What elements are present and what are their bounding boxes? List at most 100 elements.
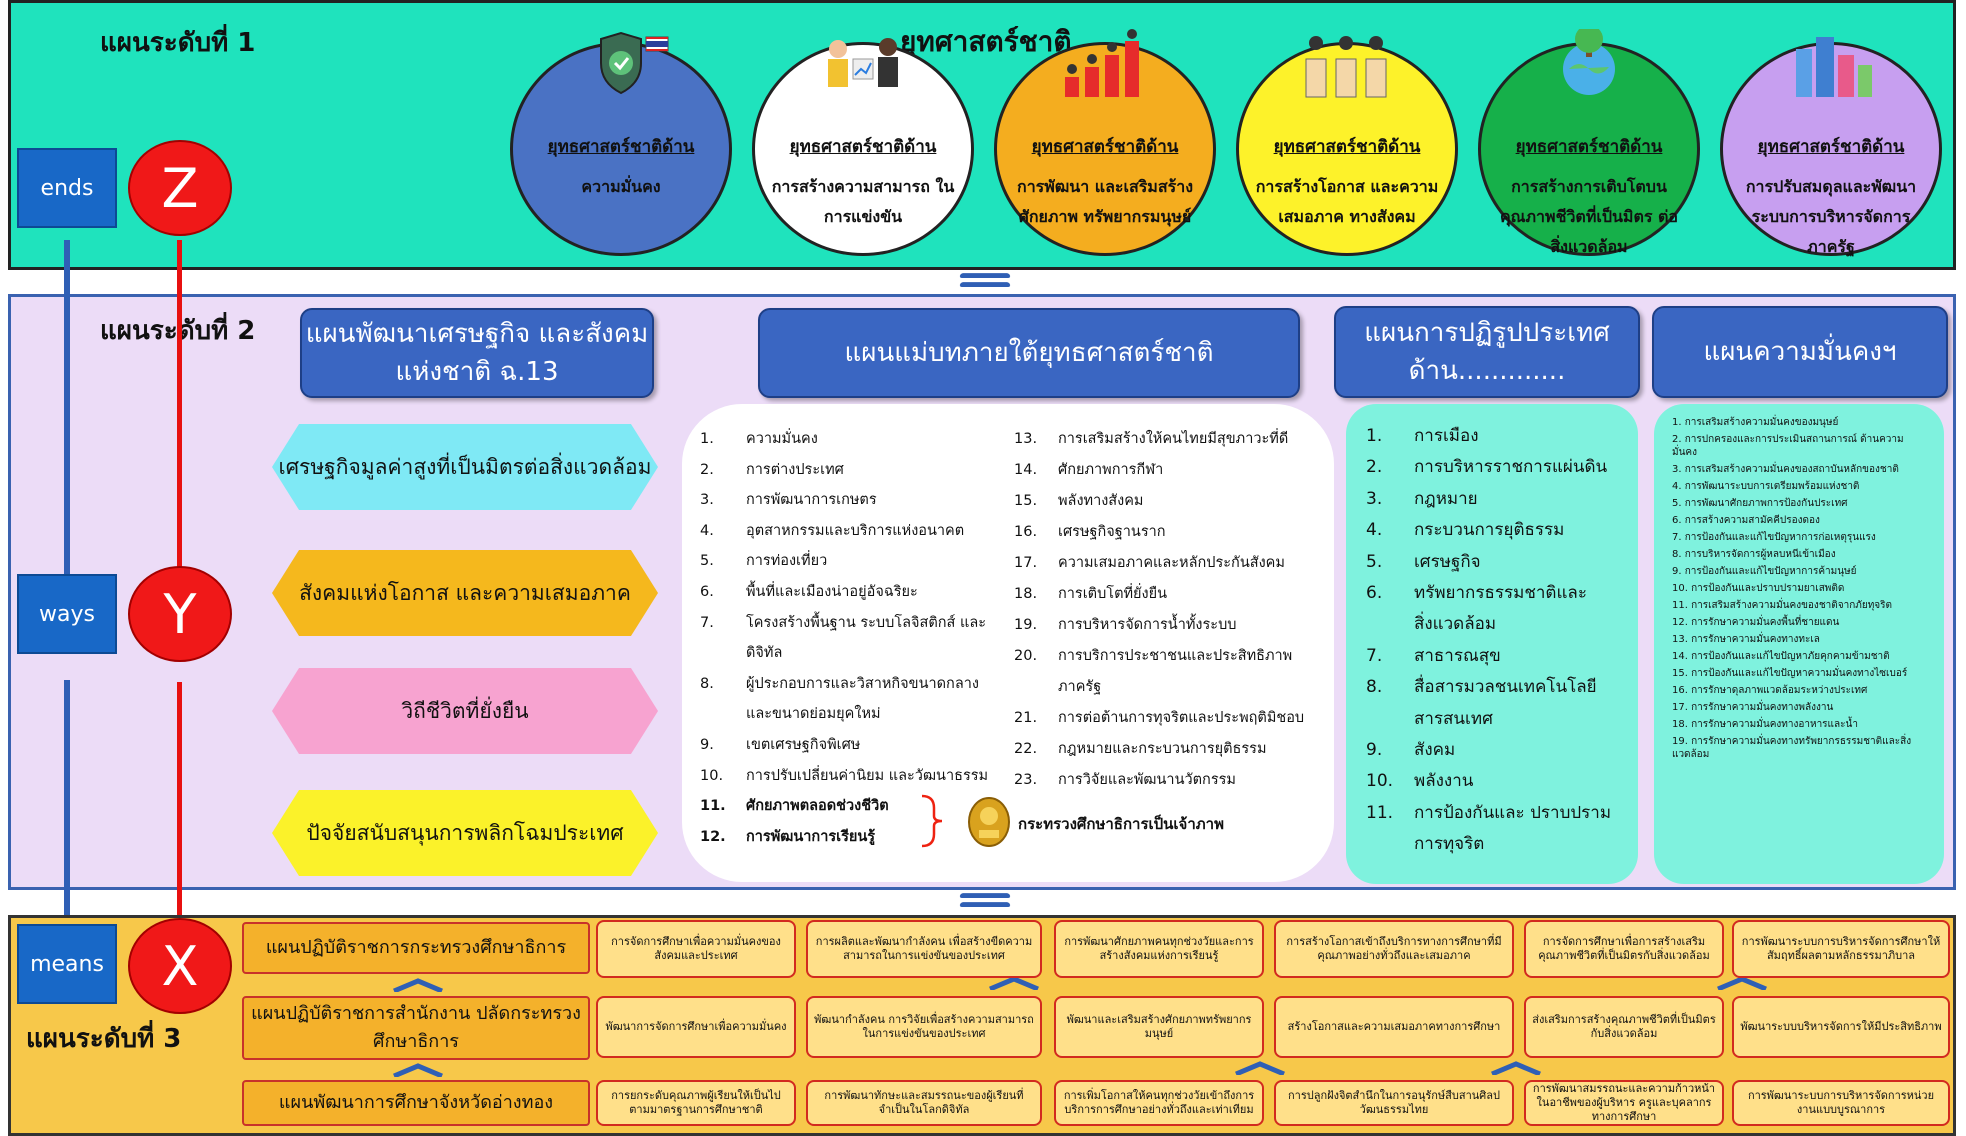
list-item-number: 4. <box>700 522 714 539</box>
strategy-head: ยุทธศาสตร์ชาติด้าน <box>789 137 937 157</box>
list-item-number: 10. <box>700 767 724 784</box>
reform-item: สารสนเทศ <box>1366 704 1493 734</box>
list-item-text: ศักยภาพการกีฬา <box>1058 462 1164 478</box>
list-item: 1. ความมั่นคง <box>700 424 818 454</box>
chevron-up-icon <box>1717 976 1767 990</box>
goal-transformation: ปัจจัยสนับสนุนการพลิกโฉมประเทศ <box>272 790 658 876</box>
list-item: ภาครัฐ <box>1014 672 1101 702</box>
list-item: 8. ผู้ประกอบการและวิสาหกิจขนาดกลาง <box>700 669 979 699</box>
goal-green-economy: เศรษฐกิจมูลค่าสูงที่เป็นมิตรต่อสิ่งแวดล้… <box>272 424 658 510</box>
list-item: 17. ความเสมอภาคและหลักประกันสังคม <box>1014 548 1285 578</box>
master-plan-heading: แผนแม่บทภายใต้ยุทธศาสตร์ชาติ <box>758 308 1300 398</box>
list-item-number: 15. <box>1014 493 1038 509</box>
level3-strategy-box: พัฒนาระบบบริหารจัดการให้มีประสิทธิภาพ <box>1732 996 1950 1058</box>
list-item-text: การวิจัยและพัฒนานวัตกรรม <box>1058 772 1236 788</box>
security-item: 2. การปกครองและการประเมินสถานการณ์ ด้านค… <box>1672 434 1904 458</box>
reform-item: 10.พลังงาน <box>1366 766 1473 796</box>
reform-item-text: สังคม <box>1414 740 1456 760</box>
reform-plan-heading: แผนการปฏิรูปประเทศ ด้าน............. <box>1334 306 1640 398</box>
reform-item-text: พลังงาน <box>1414 771 1474 792</box>
strategy-public-admin: ยุทธศาสตร์ชาติด้าน การปรับสมดุลและพัฒนา … <box>1720 37 1942 256</box>
list-item-text: การพัฒนาการเรียนรู้ <box>746 828 876 845</box>
level3-strategy-box: พัฒนากำลังคน การวิจัยเพื่อสร้างความสามาร… <box>806 996 1042 1058</box>
list-item-number: 22. <box>1014 741 1038 757</box>
list-item: 13.การเสริมสร้างให้คนไทยมีสุขภาวะที่ดี <box>1014 424 1288 454</box>
ends-ways-connector <box>64 240 70 574</box>
reform-item-text: กระบวนการยุติธรรม <box>1414 520 1565 541</box>
list-item-number: 5. <box>700 553 714 570</box>
reform-item: 6.ทรัพยากรธรรมชาติและ <box>1366 578 1587 608</box>
list-item-text: เศรษฐกิจฐานราก <box>1058 524 1166 540</box>
list-item-text: กฎหมายและกระบวนการยุติธรรม <box>1058 741 1267 757</box>
level3-strategy-box: การพัฒนาศักยภาพคนทุกช่วงวัยและการสร้างสั… <box>1054 920 1264 978</box>
security-item: 6. การสร้างความสามัคคีปรองดอง <box>1672 515 1820 526</box>
reform-item-text: เศรษฐกิจ <box>1414 551 1481 572</box>
level3-strategy-box: การพัฒนาสมรรถนะและความก้าวหน้าในอาชีพของ… <box>1524 1080 1724 1126</box>
level3-strategy-box: การจัดการศึกษาเพื่อความมั่นคงของสังคมและ… <box>596 920 796 978</box>
level3-strategy-box: การพัฒนาระบบการบริหารจัดการหน่วยงานแบบบู… <box>1732 1080 1950 1126</box>
list-item-number: 18. <box>1014 586 1038 602</box>
list-item-text: ภาครัฐ <box>1058 679 1102 695</box>
list-item-number: 11. <box>700 798 726 815</box>
reform-item-number: 7. <box>1366 645 1383 666</box>
reform-item: การทุจริต <box>1366 829 1484 859</box>
ways-means-connector <box>64 680 70 924</box>
security-item: 18. การรักษาความมั่นคงทางอาหารและน้ำ <box>1672 719 1858 730</box>
list-item-text: ผู้ประกอบการและวิสาหกิจขนาดกลาง <box>746 675 979 692</box>
level1-title: แผนระดับที่ 1 <box>100 28 256 58</box>
list-item-number: 7. <box>700 614 714 631</box>
reform-item: สิ่งแวดล้อม <box>1366 609 1496 639</box>
level3-strategy-box: การปลูกฝังจิตสำนึกในการอนุรักษ์สืบสานศิล… <box>1274 1080 1514 1126</box>
shield-icon <box>600 31 669 95</box>
list-item-number: 1. <box>700 431 714 447</box>
list-item-text: ความเสมอภาคและหลักประกันสังคม <box>1058 555 1285 571</box>
chevron-up-icon <box>1491 1061 1541 1075</box>
chevron-up-icon <box>393 1063 443 1077</box>
reform-item-number: 1. <box>1366 426 1383 446</box>
level3-strategy-box: สร้างโอกาสและความเสมอภาคทางการศึกษา <box>1274 996 1514 1058</box>
list-item-text: การบริหารจัดการน้ำทั้งระบบ <box>1058 617 1237 633</box>
reform-item: 4.กระบวนการยุติธรรม <box>1366 515 1564 545</box>
list-item-text: และขนาดย่อมยุคใหม่ <box>746 706 881 723</box>
reform-item: 8.สื่อสารมวลชนเทคโนโลยี <box>1366 672 1597 702</box>
list-item-number: 8. <box>700 675 714 692</box>
growth-chart-icon <box>1065 29 1139 97</box>
strategy-human-resources: ยุทธศาสตร์ชาติด้าน การพัฒนา และเสริมสร้า… <box>994 29 1216 256</box>
level3-strategy-box: การยกระดับคุณภาพผู้เรียนให้เป็นไปตามมาตร… <box>596 1080 796 1126</box>
strategy-head: ยุทธศาสตร์ชาติด้าน <box>547 137 695 157</box>
list-item: 22. กฎหมายและกระบวนการยุติธรรม <box>1014 734 1267 764</box>
strategy-body: การพัฒนา และเสริมสร้างศักยภาพ ทรัพยากรมน… <box>1017 177 1193 226</box>
level3-strategy-box: พัฒนาการจัดการศึกษาเพื่อความมั่นคง <box>596 996 796 1058</box>
reform-list-panel <box>1346 404 1638 884</box>
security-item: 11. การเสริมสร้างความมั่นคงของชาติจากภัย… <box>1672 600 1893 611</box>
master-plan-list-panel <box>682 404 1334 882</box>
list-item: 23.การวิจัยและพัฒนานวัตกรรม <box>1014 765 1236 795</box>
list-item: 9.เขตเศรษฐกิจพิเศษ <box>700 730 860 760</box>
strategy-head: ยุทธศาสตร์ชาติด้าน <box>1031 137 1179 157</box>
chevron-up-icon <box>1235 1061 1285 1075</box>
list-item-number: 16. <box>1014 524 1038 540</box>
reform-item-number: 2. <box>1366 457 1383 478</box>
reform-item: 2.การบริหารราชการแผ่นดิน <box>1366 452 1607 482</box>
equality-people-icon <box>1305 36 1387 98</box>
strategy-body: การปรับสมดุลและพัฒนา ระบบการบริหารจัดการ… <box>1745 177 1917 256</box>
strategy-body: ความมั่นคง <box>581 177 661 196</box>
list-item-number: 20. <box>1014 648 1038 664</box>
list-item: 2.การต่างประเทศ <box>700 455 844 485</box>
reform-item-text: สาธารณสุข <box>1414 645 1501 666</box>
x-circle: X <box>128 918 232 1014</box>
national-strategy-heading: ยุทศาสตร์ชาติ <box>900 25 1072 58</box>
reform-item-number: 6. <box>1366 583 1383 603</box>
list-item-number: 3. <box>700 492 714 509</box>
list-item-text: พลังทางสังคม <box>1058 493 1144 509</box>
security-item: 10. การป้องกันและปราบปรามยาเสพติด <box>1672 583 1845 594</box>
list-item: 14.ศักยภาพการกีฬา <box>1014 455 1163 485</box>
strategy-green-growth: ยุทธศาสตร์ชาติด้าน การสร้างการเติบโตบน ค… <box>1478 29 1700 256</box>
security-plan-heading: แผนความมั่นคงฯ <box>1652 306 1948 398</box>
list-item-number: 17. <box>1014 555 1038 571</box>
reform-item-text: กฎหมาย <box>1414 488 1478 509</box>
list-item-text: ความมั่นคง <box>746 431 818 447</box>
reform-item: 5.เศรษฐกิจ <box>1366 547 1481 577</box>
strategy-head: ยุทธศาสตร์ชาติด้าน <box>1273 137 1421 157</box>
list-item-text: การพัฒนาการเกษตร <box>746 492 877 509</box>
